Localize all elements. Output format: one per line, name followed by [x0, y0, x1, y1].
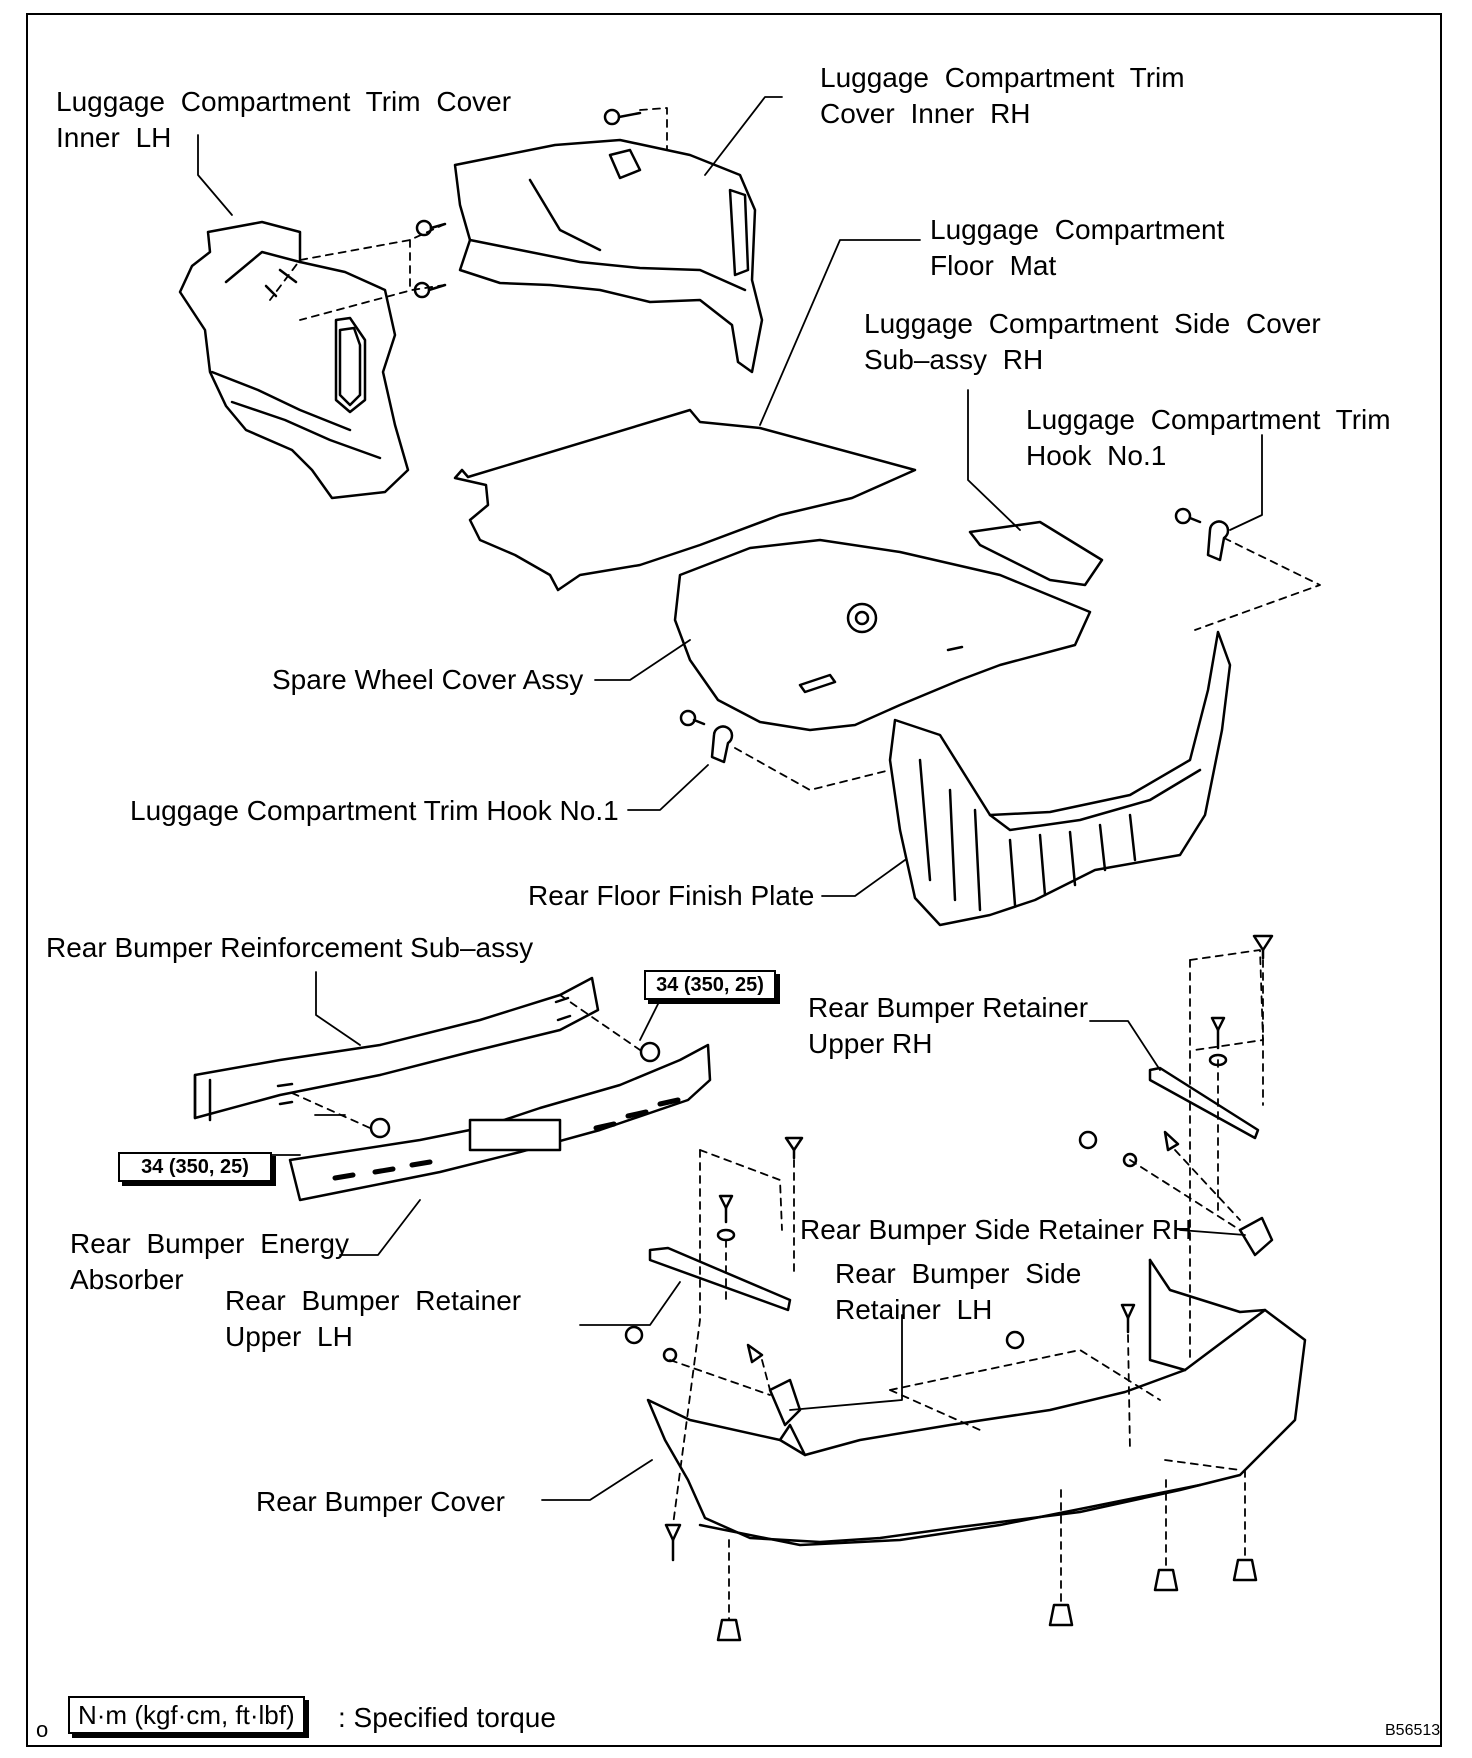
floor-mat-part — [453, 408, 917, 592]
label-floor-mat: Luggage Compartment Floor Mat — [930, 212, 1224, 284]
spare-wheel-cover-part — [673, 538, 1092, 732]
label-line: Upper LH — [225, 1321, 353, 1352]
label-line: Floor Mat — [930, 250, 1057, 281]
label-line: Luggage Compartment Side Cover — [864, 308, 1321, 339]
assembly-dashed-lines — [269, 107, 1321, 1621]
label-trim-cover-inner-lh: Luggage Compartment Trim Cover Inner LH — [56, 84, 511, 156]
legend-text: : Specified torque — [338, 1702, 556, 1733]
side-cover-rh-part — [968, 520, 1104, 587]
label-energy-absorber: Rear Bumper Energy Absorber — [70, 1226, 349, 1298]
label-rear-floor-finish-plate: Rear Floor Finish Plate — [528, 880, 815, 911]
rear-floor-finish-plate-part — [888, 630, 1232, 927]
label-line: Rear Bumper Side — [835, 1258, 1082, 1289]
legend-unit-box: N·m (kgf·cm, ft·lbf) — [68, 1696, 305, 1734]
bumper-reinforcement-part — [193, 976, 600, 1122]
label-line: Inner LH — [56, 122, 172, 153]
label-line: Luggage Compartment Trim — [1026, 404, 1391, 435]
torque-spec-upper: 34 (350, 25) — [644, 970, 776, 1000]
label-line: Sub–assy RH — [864, 344, 1044, 375]
label-side-retainer-lh: Rear Bumper Side Retainer LH — [835, 1256, 1081, 1328]
label-line: Absorber — [70, 1264, 184, 1295]
fasteners — [369, 108, 1274, 1642]
label-bumper-cover: Rear Bumper Cover — [256, 1486, 505, 1517]
figure-code: B56513 — [1385, 1722, 1441, 1739]
label-retainer-upper-rh: Rear Bumper Retainer Upper RH — [808, 990, 1088, 1062]
label-trim-cover-inner-rh: Luggage Compartment Trim Cover Inner RH — [820, 60, 1185, 132]
label-line: Luggage Compartment Trim Cover — [56, 86, 512, 117]
label-side-retainer-rh: Rear Bumper Side Retainer RH — [800, 1214, 1193, 1245]
label-line: Luggage Compartment Trim — [820, 62, 1185, 93]
label-line: Rear Bumper Retainer — [225, 1285, 522, 1316]
retainer-upper-lh-part — [648, 1246, 792, 1312]
legend-prefix: o — [36, 1717, 49, 1742]
label-line: Rear Bumper Energy — [70, 1228, 350, 1259]
energy-absorber-part — [288, 1043, 712, 1202]
label-line: Upper RH — [808, 1028, 933, 1059]
trim-cover-inner-lh-part — [178, 220, 410, 500]
leader-lines — [197, 96, 1263, 1501]
label-trim-hook-lh: Luggage Compartment Trim Hook No.1 — [130, 795, 619, 826]
label-side-cover-rh: Luggage Compartment Side Cover Sub–assy … — [864, 306, 1321, 378]
torque-spec-lower: 34 (350, 25) — [118, 1152, 272, 1182]
trim-cover-inner-rh-part — [453, 138, 764, 374]
label-retainer-upper-lh: Rear Bumper Retainer Upper LH — [225, 1283, 521, 1355]
label-line: Rear Bumper Retainer — [808, 992, 1089, 1023]
bumper-cover-part — [646, 1258, 1307, 1547]
label-spare-wheel-cover: Spare Wheel Cover Assy — [272, 664, 584, 695]
retainer-upper-rh-part — [1148, 1066, 1260, 1140]
label-line: Luggage Compartment — [930, 214, 1225, 245]
label-line: Retainer LH — [835, 1294, 993, 1325]
label-trim-hook-rh: Luggage Compartment Trim Hook No.1 — [1026, 402, 1391, 474]
diagram-frame — [26, 13, 1442, 1747]
side-retainer-rh-part — [1238, 1216, 1274, 1257]
label-line: Hook No.1 — [1026, 440, 1167, 471]
label-line: Cover Inner RH — [820, 98, 1031, 129]
label-bumper-reinforcement: Rear Bumper Reinforcement Sub–assy — [46, 932, 534, 963]
side-retainer-lh-part — [768, 1378, 802, 1427]
